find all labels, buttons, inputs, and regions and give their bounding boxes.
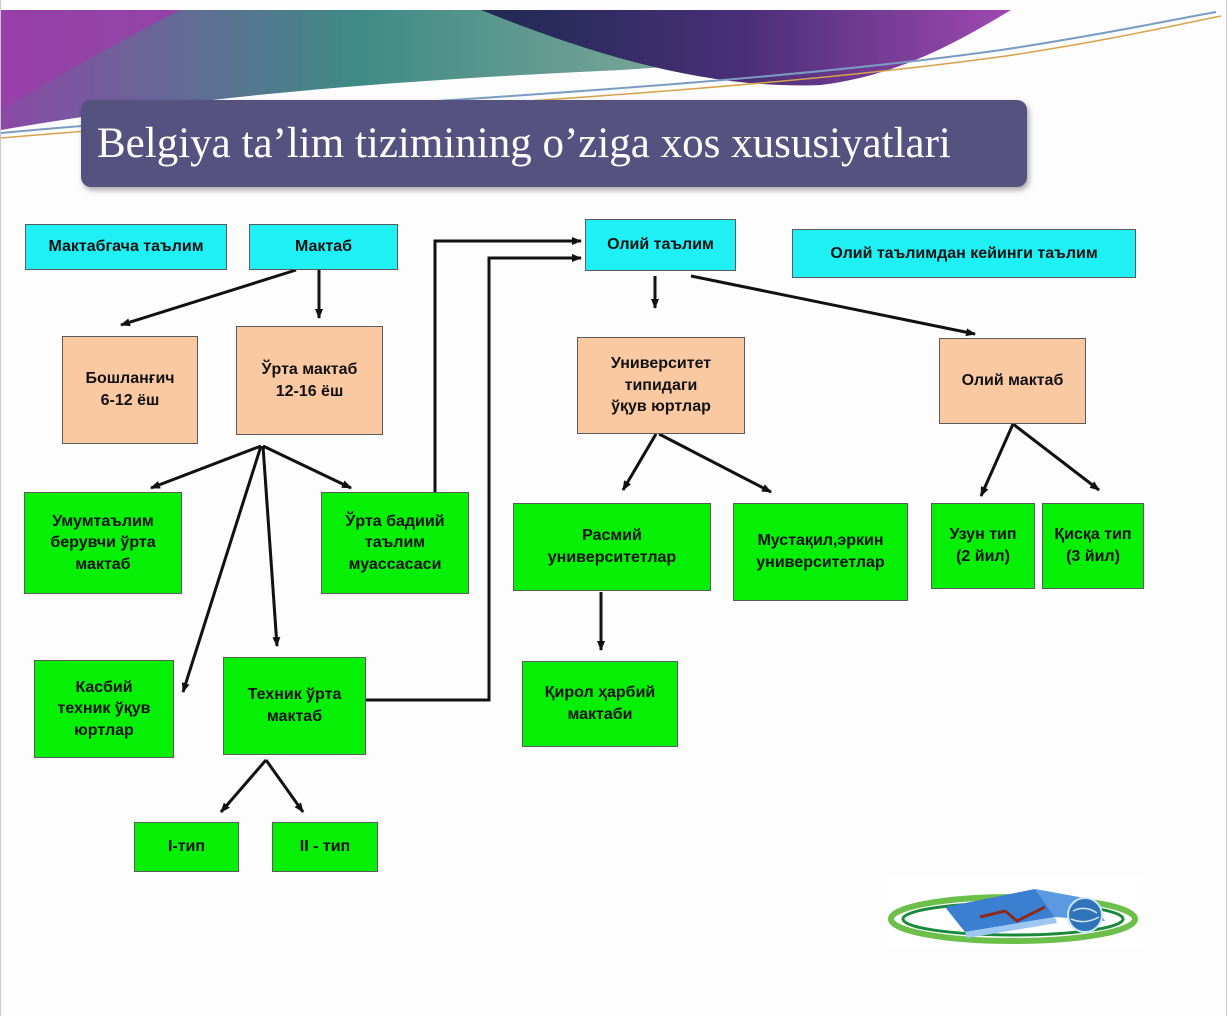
box-art-secondary-institution: Ўрта бадиий таълим муассасаси <box>321 492 469 594</box>
arrow-higher-to-higher-school <box>690 274 976 337</box>
arrow-art-to-higher <box>433 237 582 492</box>
box-short-type: Қисқа тип (3 йил) <box>1042 503 1144 589</box>
header-decoration <box>1 10 1222 139</box>
box-royal-military-school: Қирол ҳарбий мактаби <box>522 661 678 747</box>
arrow-university-type-to-official <box>621 433 658 491</box>
box-official-universities: Расмий университетлар <box>513 503 711 591</box>
box-long-type: Узун тип (2 йил) <box>931 503 1035 589</box>
box-higher-education: Олий таълим <box>585 219 736 271</box>
arrow-higher-school-to-long <box>979 423 1015 497</box>
box-type-one: I-тип <box>134 822 239 872</box>
box-secondary-school: Ўрта мактаб 12-16 ёш <box>236 326 383 435</box>
box-school: Мактаб <box>249 224 398 270</box>
arrow-secondary-to-vocational <box>181 445 263 693</box>
arrow-technical-to-higher <box>366 254 582 702</box>
arrow-school-to-primary <box>120 268 297 327</box>
arrow-higher-school-to-short <box>1012 422 1100 492</box>
box-primary-school: Бошланғич 6-12 ёш <box>62 336 198 444</box>
slide-title: Belgiya ta’lim tizimining o’ziga xos xus… <box>97 120 951 167</box>
arrow-secondary-to-general <box>150 444 262 490</box>
box-general-secondary-school: Умумтаълим берувчи ўрта мактаб <box>24 492 182 594</box>
education-globe-book-logo-icon <box>885 877 1143 947</box>
title-banner: Belgiya ta’lim tizimining o’ziga xos xus… <box>81 100 1027 187</box>
box-independent-universities: Мустақил,эркин университетлар <box>733 503 908 601</box>
arrow-secondary-to-technical <box>261 445 281 647</box>
box-type-two: II - тип <box>272 822 378 872</box>
box-university-type-institutions: Университет типидаги ўқув юртлар <box>577 337 745 434</box>
box-technical-secondary-school: Техник ўрта мактаб <box>223 657 366 755</box>
arrow-secondary-to-art <box>262 444 352 490</box>
box-preschool-education: Мактабгача таълим <box>25 224 227 270</box>
box-postgraduate-education: Олий таълимдан кейинги таълим <box>792 229 1136 278</box>
box-vocational-technical-schools: Касбий техник ўқув юртлар <box>34 660 174 758</box>
arrow-university-type-to-independent <box>658 432 772 494</box>
box-higher-school: Олий мактаб <box>939 338 1086 424</box>
arrow-technical-to-type-two <box>264 759 305 813</box>
arrow-technical-to-type-one <box>219 759 268 813</box>
